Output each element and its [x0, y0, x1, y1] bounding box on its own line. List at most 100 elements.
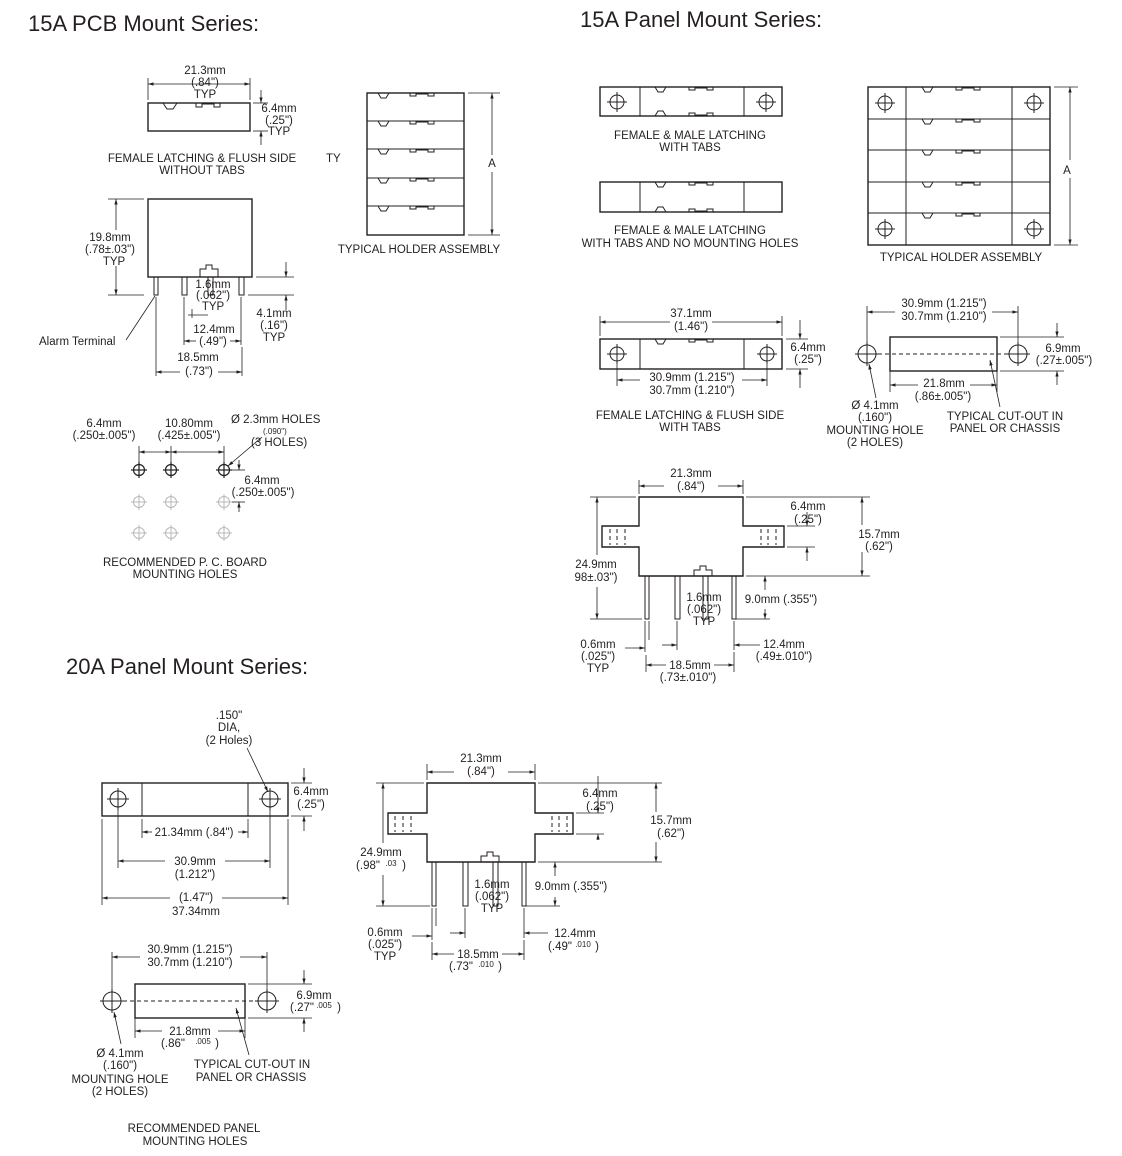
- panel15-side-width-mm: 21.3mm: [670, 468, 712, 480]
- panel15-cut-hole-label: MOUNTING HOLE: [826, 425, 923, 437]
- panel20-cut-height-mm: 6.9mm: [296, 990, 331, 1002]
- panel15-flush-height-in: (.25"): [794, 354, 822, 366]
- panel15-flush-height-mm: 6.4mm: [790, 342, 825, 354]
- panel20-bottom-caption-2: MOUNTING HOLES: [143, 1136, 248, 1148]
- panel15-holder-a-label: A: [1063, 165, 1071, 177]
- panel15-fm2-caption-2: WITH TABS AND NO MOUNTING HOLES: [582, 238, 799, 250]
- title-20a-panel: 20A Panel Mount Series:: [66, 654, 308, 679]
- pcb-pitch-mm: 12.4mm: [193, 324, 235, 336]
- panel15-flush-caption-2: WITH TABS: [659, 422, 721, 434]
- panel20-side-tab-in: (.25"): [586, 801, 614, 813]
- panel15-side-span-mm: 18.5mm: [669, 660, 711, 672]
- panel20-holes-in: (1.212"): [175, 869, 216, 881]
- holes-dia-mm: Ø 2.3mm HOLES: [231, 414, 321, 426]
- panel20-cut-hole-count: (2 HOLES): [92, 1086, 148, 1098]
- panel15-side-pitch-in: (.49±.010"): [756, 651, 813, 663]
- panel15-cut-span-min: 30.7mm (1.210"): [901, 311, 986, 323]
- panel15-side-t-mm: 0.6mm: [580, 639, 615, 651]
- holes-caption-1: RECOMMENDED P. C. BOARD: [103, 557, 267, 569]
- pcb-pin-width-mm: 1.6mm: [195, 279, 230, 291]
- panel15-side-tabh-mm: 15.7mm: [858, 529, 900, 541]
- holes-spacing-2-mm: 10.80mm: [165, 418, 213, 430]
- panel20-side-pin-mm: 1.6mm: [474, 879, 509, 891]
- panel15-holder-caption: TYPICAL HOLDER ASSEMBLY: [880, 252, 1043, 264]
- panel15-side-height-in: 98±.03"): [574, 572, 617, 584]
- panel20-side-pitch-in: (.49": [548, 941, 572, 953]
- panel20-hole-dia-3: (2 Holes): [206, 735, 253, 747]
- panel20-cut-span-max: 30.9mm (1.215"): [147, 944, 232, 956]
- holes-spacing-3-in: (.250±.005"): [232, 487, 295, 499]
- panel20-side-span-in: (.73": [449, 961, 473, 973]
- panel20-side-pitch-tol: .010: [575, 940, 591, 949]
- panel15-side-tab-mm: 6.4mm: [790, 501, 825, 513]
- panel20-overall-mm: 37.34mm: [172, 906, 220, 918]
- pcb-holder-a-label: A: [488, 158, 496, 170]
- panel15-side-view: 21.3mm (.84") 6.4mm (.25") 15.7mm (.62")…: [574, 468, 899, 684]
- panel20-side-t-in: (.025"): [368, 939, 402, 951]
- panel20-cut-height-tol: .005: [316, 1001, 332, 1010]
- panel15-fm2-caption-1: FEMALE & MALE LATCHING: [614, 225, 766, 237]
- panel15-flush-holes-min: 30.7mm (1.210"): [649, 385, 734, 397]
- holes-spacing-1-in: (.250±.005"): [73, 430, 136, 442]
- panel20-side-tab-mm: 6.4mm: [582, 788, 617, 800]
- panel15-side-tabh-in: (.62"): [865, 541, 893, 553]
- pcb-top-height-typ: TYP: [268, 126, 291, 138]
- holes-spacing-3-mm: 6.4mm: [244, 475, 279, 487]
- pcb-cut-typ: TY: [326, 153, 341, 165]
- panel15-flush-caption-1: FEMALE LATCHING & FLUSH SIDE: [596, 410, 785, 422]
- pcb-top-width-typ: TYP: [194, 89, 217, 101]
- panel20-side-width-mm: 21.3mm: [460, 753, 502, 765]
- panel15-side-pin-typ: TYP: [693, 616, 716, 628]
- pcb-side-view: 19.8mm (.78±.03") TYP 1.6mm (.062") TYP …: [39, 198, 294, 378]
- panel20-cut-caption-1: TYPICAL CUT-OUT IN: [194, 1059, 310, 1071]
- panel15-side-height-mm: 24.9mm: [575, 559, 617, 571]
- pcb-holder-caption: TYPICAL HOLDER ASSEMBLY: [338, 244, 501, 256]
- pcb-top-caption-1: FEMALE LATCHING & FLUSH SIDE: [108, 153, 297, 165]
- panel15-cutout: 30.9mm (1.215") 30.7mm (1.210") 6.9mm (.…: [826, 298, 1092, 449]
- pcb-side-height-typ: TYP: [103, 256, 126, 268]
- panel20-side-pitch-close: ): [595, 941, 599, 953]
- pcb-top-width-mm: 21.3mm: [184, 65, 226, 77]
- panel15-side-pin-in: (.062"): [687, 604, 721, 616]
- pcb-mounting-holes: 6.4mm (.250±.005") 10.80mm (.425±.005") …: [73, 414, 321, 581]
- panel20-side-view: 21.3mm (.84") 6.4mm (.25") 15.7mm (.62")…: [356, 753, 692, 973]
- panel20-side-height-mm: 24.9mm: [360, 847, 402, 859]
- panel20-side-span-tol: .010: [478, 960, 494, 969]
- panel15-cut-caption-2: PANEL OR CHASSIS: [950, 423, 1061, 435]
- panel20-side-t-mm: 0.6mm: [367, 927, 402, 939]
- panel15-holder-assembly: A TYPICAL HOLDER ASSEMBLY: [867, 86, 1078, 264]
- panel20-side-pitch-mm: 12.4mm: [554, 928, 596, 940]
- pcb-holder-assembly: A TYPICAL HOLDER ASSEMBLY: [338, 92, 501, 256]
- panel15-side-pitch-mm: 12.4mm: [763, 639, 805, 651]
- holes-spacing-1-mm: 6.4mm: [86, 418, 121, 430]
- panel20-cutout: 30.9mm (1.215") 30.7mm (1.210") 6.9mm (.…: [71, 944, 341, 1148]
- panel20-cut-span-min: 30.7mm (1.210"): [147, 957, 232, 969]
- panel20-side-span-close: ): [498, 961, 502, 973]
- pcb-pin-length-in: (.16"): [260, 320, 288, 332]
- panel15-cut-caption-1: TYPICAL CUT-OUT IN: [947, 411, 1063, 423]
- panel20-cut-width-in: (.86": [161, 1038, 185, 1050]
- panel20-holes-mm: 30.9mm: [174, 856, 216, 868]
- panel20-cut-width-mm: 21.8mm: [169, 1026, 211, 1038]
- panel15-flush-width-in: (1.46"): [674, 321, 708, 333]
- panel15-side-pin-mm: 1.6mm: [686, 592, 721, 604]
- panel20-cut-hole-label: MOUNTING HOLE: [71, 1074, 168, 1086]
- title-15a-pcb: 15A PCB Mount Series:: [28, 11, 259, 36]
- panel20-top-view: .150" DIA, (2 Holes) 6.4mm (.25") 21.34m…: [101, 710, 329, 918]
- panel15-fm-noholes: FEMALE & MALE LATCHING WITH TABS AND NO …: [582, 181, 799, 250]
- panel20-side-height-close: ): [402, 860, 406, 872]
- panel15-side-pinlen: 9.0mm (.355"): [745, 594, 818, 606]
- panel20-cut-height-in: (.27": [290, 1002, 314, 1014]
- panel20-side-pinlen: 9.0mm (.355"): [535, 881, 608, 893]
- panel15-side-span-in: (.73±.010"): [660, 672, 717, 684]
- panel15-cut-height-mm: 6.9mm: [1045, 343, 1080, 355]
- holes-dia-count: (3 HOLES): [251, 437, 307, 449]
- panel20-bottom-caption-1: RECOMMENDED PANEL: [128, 1123, 261, 1135]
- panel20-hole-dia-2: DIA,: [218, 722, 240, 734]
- panel15-cut-hole-in: (.160"): [858, 412, 892, 424]
- pcb-pitch-in: (.49"): [199, 336, 227, 348]
- panel20-side-tabh-in: (.62"): [657, 828, 685, 840]
- panel20-hole-dia-1: .150": [216, 710, 242, 722]
- pcb-top-height-mm: 6.4mm: [261, 103, 296, 115]
